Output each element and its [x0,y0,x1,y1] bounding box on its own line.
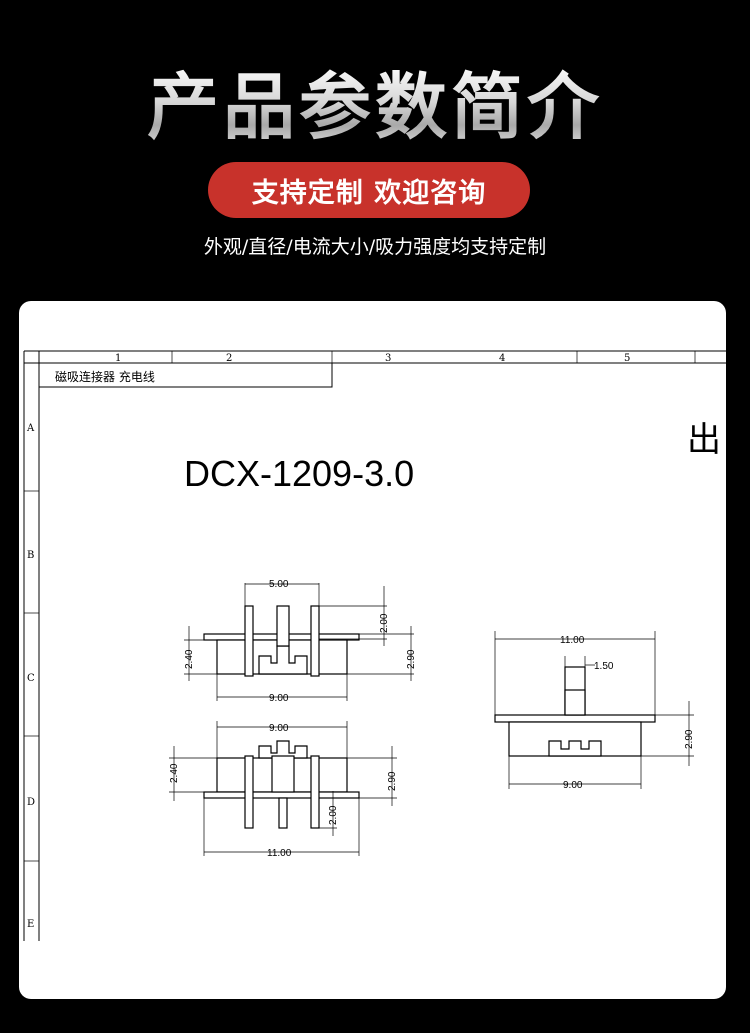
dim-r-top-width: 11.00 [560,635,585,646]
col-label-3: 3 [385,353,391,364]
drawing-card: 1 2 3 4 5 A B C D E 磁吸连接器 充电线 出 DCX-1209… [19,301,726,999]
row-label-c: C [27,673,35,684]
dim-bl-right-height: 2.90 [387,771,398,791]
dim-bl-top-width: 9.00 [269,723,289,734]
dim-bl-left-height: 2.40 [169,763,180,783]
row-label-b: B [27,550,34,561]
dim-tl-left-height: 2.40 [184,649,195,669]
subtitle: 外观/直径/电流大小/吸力强度均支持定制 [203,236,547,258]
technical-drawing: 1 2 3 4 5 A B C D E 磁吸连接器 充电线 出 DCX-1209… [23,350,726,941]
col-label-4: 4 [499,353,505,364]
col-label-1: 1 [115,353,121,364]
dim-r-bottom-width: 9.00 [563,780,583,791]
model-number: DCX-1209-3.0 [184,453,414,494]
title-block-text: 磁吸连接器 充电线 [55,369,155,384]
page-title: 产品参数简介 [0,62,750,152]
right-view: 11.00 1.50 2.90 9.00 [494,631,695,791]
dim-r-pin-width: 1.50 [594,661,614,672]
title-block [38,362,333,388]
row-label-e: E [27,919,34,930]
dim-bl-pin-height: 2.00 [328,805,339,825]
dim-tl-bottom-width: 9.00 [269,693,289,704]
dim-tl-right-height: 2.90 [406,649,417,669]
col-label-2: 2 [226,353,232,364]
dim-r-right-height: 2.90 [684,729,695,749]
row-label-a: A [26,423,35,434]
col-label-5: 5 [624,353,630,364]
custom-badge: 支持定制 欢迎咨询 [208,162,530,218]
dim-tl-pin-height: 2.00 [379,613,390,633]
top-left-view: 5.00 2.00 2.90 2.40 9.00 [184,579,417,704]
dim-bl-bottom-width: 11.00 [267,848,292,859]
custom-badge-label: 支持定制 欢迎咨询 [251,177,487,209]
dim-tl-top-width: 5.00 [269,579,289,590]
bottom-left-view: 9.00 2.40 2.90 2.00 11.00 [169,721,398,859]
corner-mark: 出 [687,420,721,460]
drawing-frame [23,350,726,941]
row-label-d: D [27,797,35,808]
